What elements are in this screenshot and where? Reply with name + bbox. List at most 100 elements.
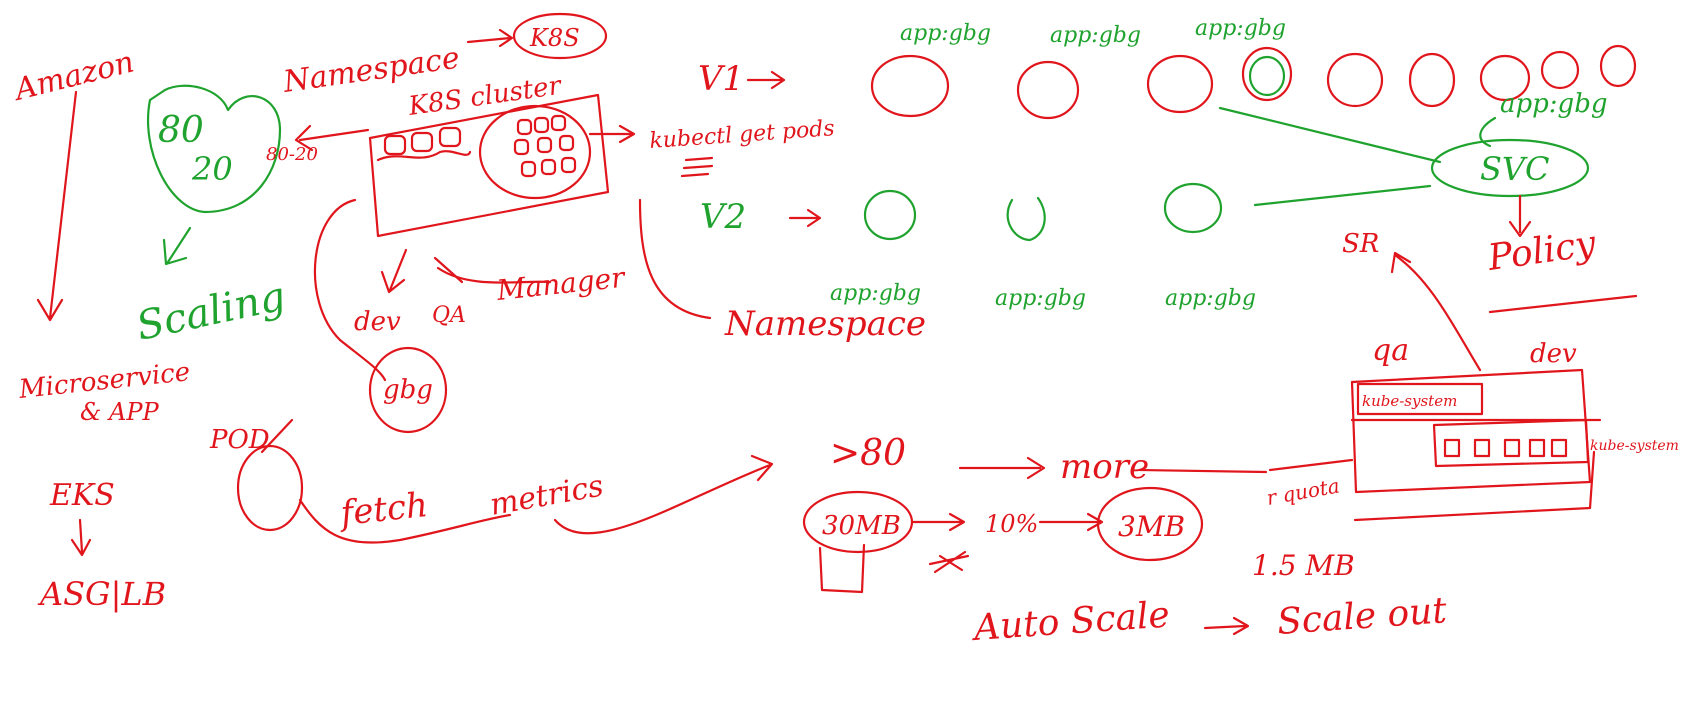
- v1-pod-label: app:gbg: [1195, 16, 1286, 41]
- side-note: 80-20: [266, 144, 318, 165]
- pod-icon: [438, 126, 462, 148]
- scratch: [928, 550, 970, 574]
- v2-pods: [863, 182, 1223, 242]
- mem-part-label: 3MB: [1118, 510, 1185, 543]
- k8s-circle: [512, 12, 608, 60]
- v1-pod-label: app:gbg: [1050, 23, 1141, 48]
- scale-out-label: Scale out: [1276, 590, 1449, 643]
- mem-quota-label: 1.5 MB: [1252, 549, 1355, 582]
- right-pods: [513, 114, 577, 178]
- fetch-curve: [298, 498, 512, 544]
- pod-icon: [1443, 438, 1461, 458]
- pod-circle-selected: [1248, 55, 1286, 97]
- k8s-label: K8S: [529, 24, 580, 52]
- mem-total-label: 30MB: [822, 511, 901, 541]
- qa-quota-label: qa: [1372, 333, 1409, 368]
- namespace-to-k8s-arrow: [466, 28, 514, 48]
- policy-underline: [1488, 294, 1638, 314]
- threshold-arrow: [958, 456, 1046, 480]
- v2-pod-label: app:gbg: [1165, 286, 1256, 311]
- pod-circle: [863, 189, 917, 241]
- pod-circle: [1479, 54, 1531, 102]
- pod-icon: [513, 138, 530, 156]
- to-kubectl-arrow: [588, 124, 636, 144]
- kube-system-label: kube-system: [1362, 392, 1457, 410]
- to-dev-arrow: [380, 248, 408, 294]
- autoscale-arrow: [1203, 616, 1250, 636]
- dev-label: dev: [354, 307, 401, 337]
- svc-to-policy-arrow: [1508, 194, 1532, 238]
- kubectl-underline: [680, 156, 714, 178]
- gbg-loop: [313, 198, 387, 382]
- kube-system-right-label: kube-system: [1590, 438, 1679, 454]
- dev-quota-label: dev: [1530, 339, 1577, 369]
- pod-circle: [1006, 196, 1046, 242]
- pod-circle: [1016, 60, 1080, 120]
- asg-lb-label: ASG|LB: [37, 575, 166, 613]
- svc-to-v1-line: [1218, 106, 1442, 164]
- scaling-label: Scaling: [133, 273, 290, 349]
- pod-icon: [1550, 438, 1568, 458]
- pod-circle: [1241, 46, 1293, 102]
- quota-return-line: [1353, 450, 1596, 522]
- app-label: & APP: [80, 398, 159, 426]
- mem-arrow: [910, 512, 966, 532]
- percent-label: 10%: [985, 510, 1038, 538]
- pod-icon: [410, 131, 434, 153]
- kube-system-box: [1356, 382, 1484, 416]
- eks-label: EKS: [49, 478, 115, 513]
- pod-circle: [1326, 52, 1384, 108]
- v1-pod-label: app:gbg: [900, 21, 991, 46]
- gbg-label: gbg: [383, 375, 433, 405]
- pod-icon: [558, 134, 575, 152]
- threshold-label: >80: [830, 433, 906, 474]
- autoscale-label: Auto Scale: [970, 594, 1171, 649]
- svc-to-v2-line: [1253, 184, 1432, 207]
- to-manager-arrow: [436, 266, 552, 284]
- pod-icon: [550, 114, 567, 132]
- dev-pods: [1443, 438, 1568, 458]
- ratio-to-scaling-arrow: [162, 226, 192, 266]
- more-label: more: [1060, 447, 1149, 487]
- ratio-top: 80: [158, 110, 204, 151]
- svc-circle: [1430, 138, 1590, 198]
- pod-icon: [1503, 438, 1521, 458]
- scribble: [376, 150, 472, 162]
- pod-circle: [1599, 44, 1637, 88]
- policy-label: Policy: [1485, 223, 1599, 279]
- pod-metrics-circle: [236, 444, 304, 532]
- pod-slash: [260, 418, 294, 454]
- pod-icon: [533, 116, 550, 134]
- ratio-circle: [146, 84, 282, 214]
- quota-to-more-line: [1268, 458, 1354, 472]
- pod-icon: [560, 156, 577, 174]
- pod-icon: [1528, 438, 1546, 458]
- namespace-pods-circle: [478, 104, 592, 200]
- pod-circle: [1408, 52, 1456, 108]
- pod-icon: [516, 118, 533, 136]
- metrics-to-threshold-curve: [553, 454, 774, 535]
- eks-to-asg-arrow: [70, 518, 92, 557]
- pod-icon: [1473, 438, 1491, 458]
- pod-icon: [540, 158, 557, 176]
- pod-circle: [1540, 50, 1580, 90]
- side-note-arrow: [294, 124, 370, 152]
- dev-pods-box: [1432, 418, 1590, 468]
- svc-selector-hook: [1479, 116, 1497, 148]
- sr-label: SR: [1342, 229, 1379, 259]
- qa-label: QA: [432, 303, 466, 328]
- svc-label: SVC: [1480, 150, 1550, 188]
- v1-pods: [870, 44, 1637, 120]
- quota-box: [1350, 368, 1592, 494]
- mem-total-box: [818, 543, 866, 594]
- cluster-to-namespace-curve: [638, 198, 712, 320]
- kubectl-label: kubectl get pods: [649, 116, 836, 154]
- pod-circle: [1146, 54, 1214, 114]
- amazon-label: Amazon: [9, 44, 138, 108]
- namespace-bottom-label: Namespace: [724, 304, 926, 344]
- v2-pod-label: app:gbg: [995, 286, 1086, 311]
- v1-label: V1: [698, 59, 744, 99]
- manager-label: Manager: [494, 261, 627, 307]
- fetch-label: fetch: [336, 485, 430, 534]
